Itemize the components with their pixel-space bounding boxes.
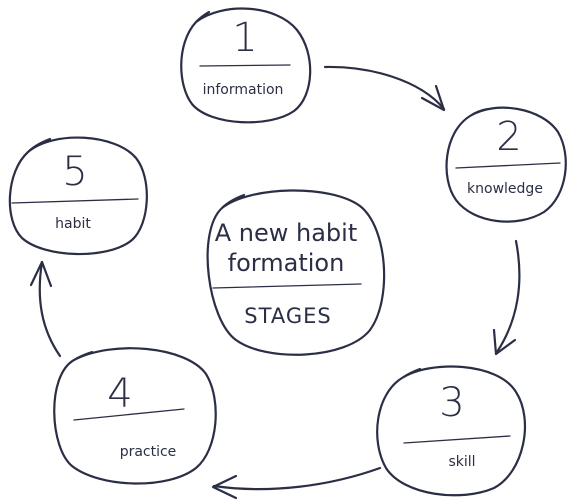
center-circle: [206, 189, 386, 356]
arrow-2-to-3: [492, 239, 521, 356]
stage-5-divider: [11, 198, 139, 204]
stage-5-number: 5: [62, 149, 87, 195]
stage-2-divider: [455, 162, 561, 169]
stage-3-circle: [376, 365, 527, 497]
center-subtitle: STAGES: [244, 304, 331, 328]
stage-4-divider: [73, 408, 185, 421]
center-node: A new habit formation STAGES: [206, 189, 386, 356]
arrow-3-to-4: [211, 466, 382, 500]
arrow-1-to-2: [323, 65, 446, 112]
stage-5-label: habit: [55, 216, 91, 232]
stage-3-label: skill: [448, 454, 475, 470]
stage-2-label: knowledge: [467, 181, 543, 197]
stage-1-node: 1 information: [180, 7, 312, 124]
center-title-line1: A new habit: [215, 219, 358, 247]
arrow-4-to-5: [29, 260, 62, 358]
stage-2-node: 2 knowledge: [445, 106, 567, 223]
stage-4-circle: [53, 347, 217, 485]
stage-5-node: 5 habit: [8, 136, 148, 256]
stage-1-circle: [180, 7, 312, 124]
stage-1-number: 1: [232, 15, 257, 61]
stage-3-number: 3: [439, 380, 464, 426]
stage-4-label: practice: [120, 444, 177, 460]
stage-4-node: 4 practice: [53, 347, 217, 485]
center-title-line2: formation: [228, 249, 345, 277]
stage-5-circle: [8, 136, 148, 256]
stage-4-number: 4: [107, 371, 132, 417]
center-divider: [212, 283, 362, 289]
stage-3-node: 3 skill: [376, 365, 527, 497]
stage-2-circle: [445, 106, 567, 223]
stage-3-divider: [403, 435, 511, 444]
stage-1-label: information: [203, 82, 284, 98]
stage-2-number: 2: [496, 114, 521, 160]
stage-1-divider: [199, 64, 291, 67]
